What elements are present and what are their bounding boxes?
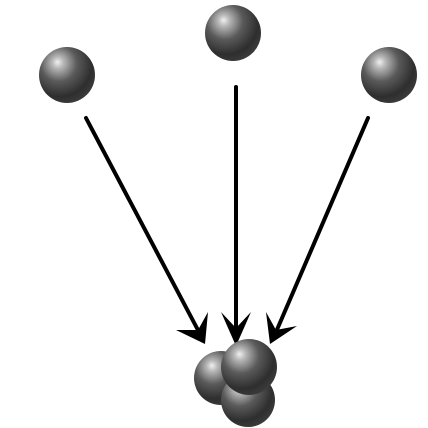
- center-arrow: [221, 87, 251, 346]
- cluster-top-particle: [221, 339, 277, 395]
- left-arrow: [86, 118, 208, 344]
- right-particle: [361, 47, 417, 103]
- right-arrow: [266, 118, 368, 344]
- left-particle: [39, 47, 95, 103]
- top-particle: [205, 5, 261, 61]
